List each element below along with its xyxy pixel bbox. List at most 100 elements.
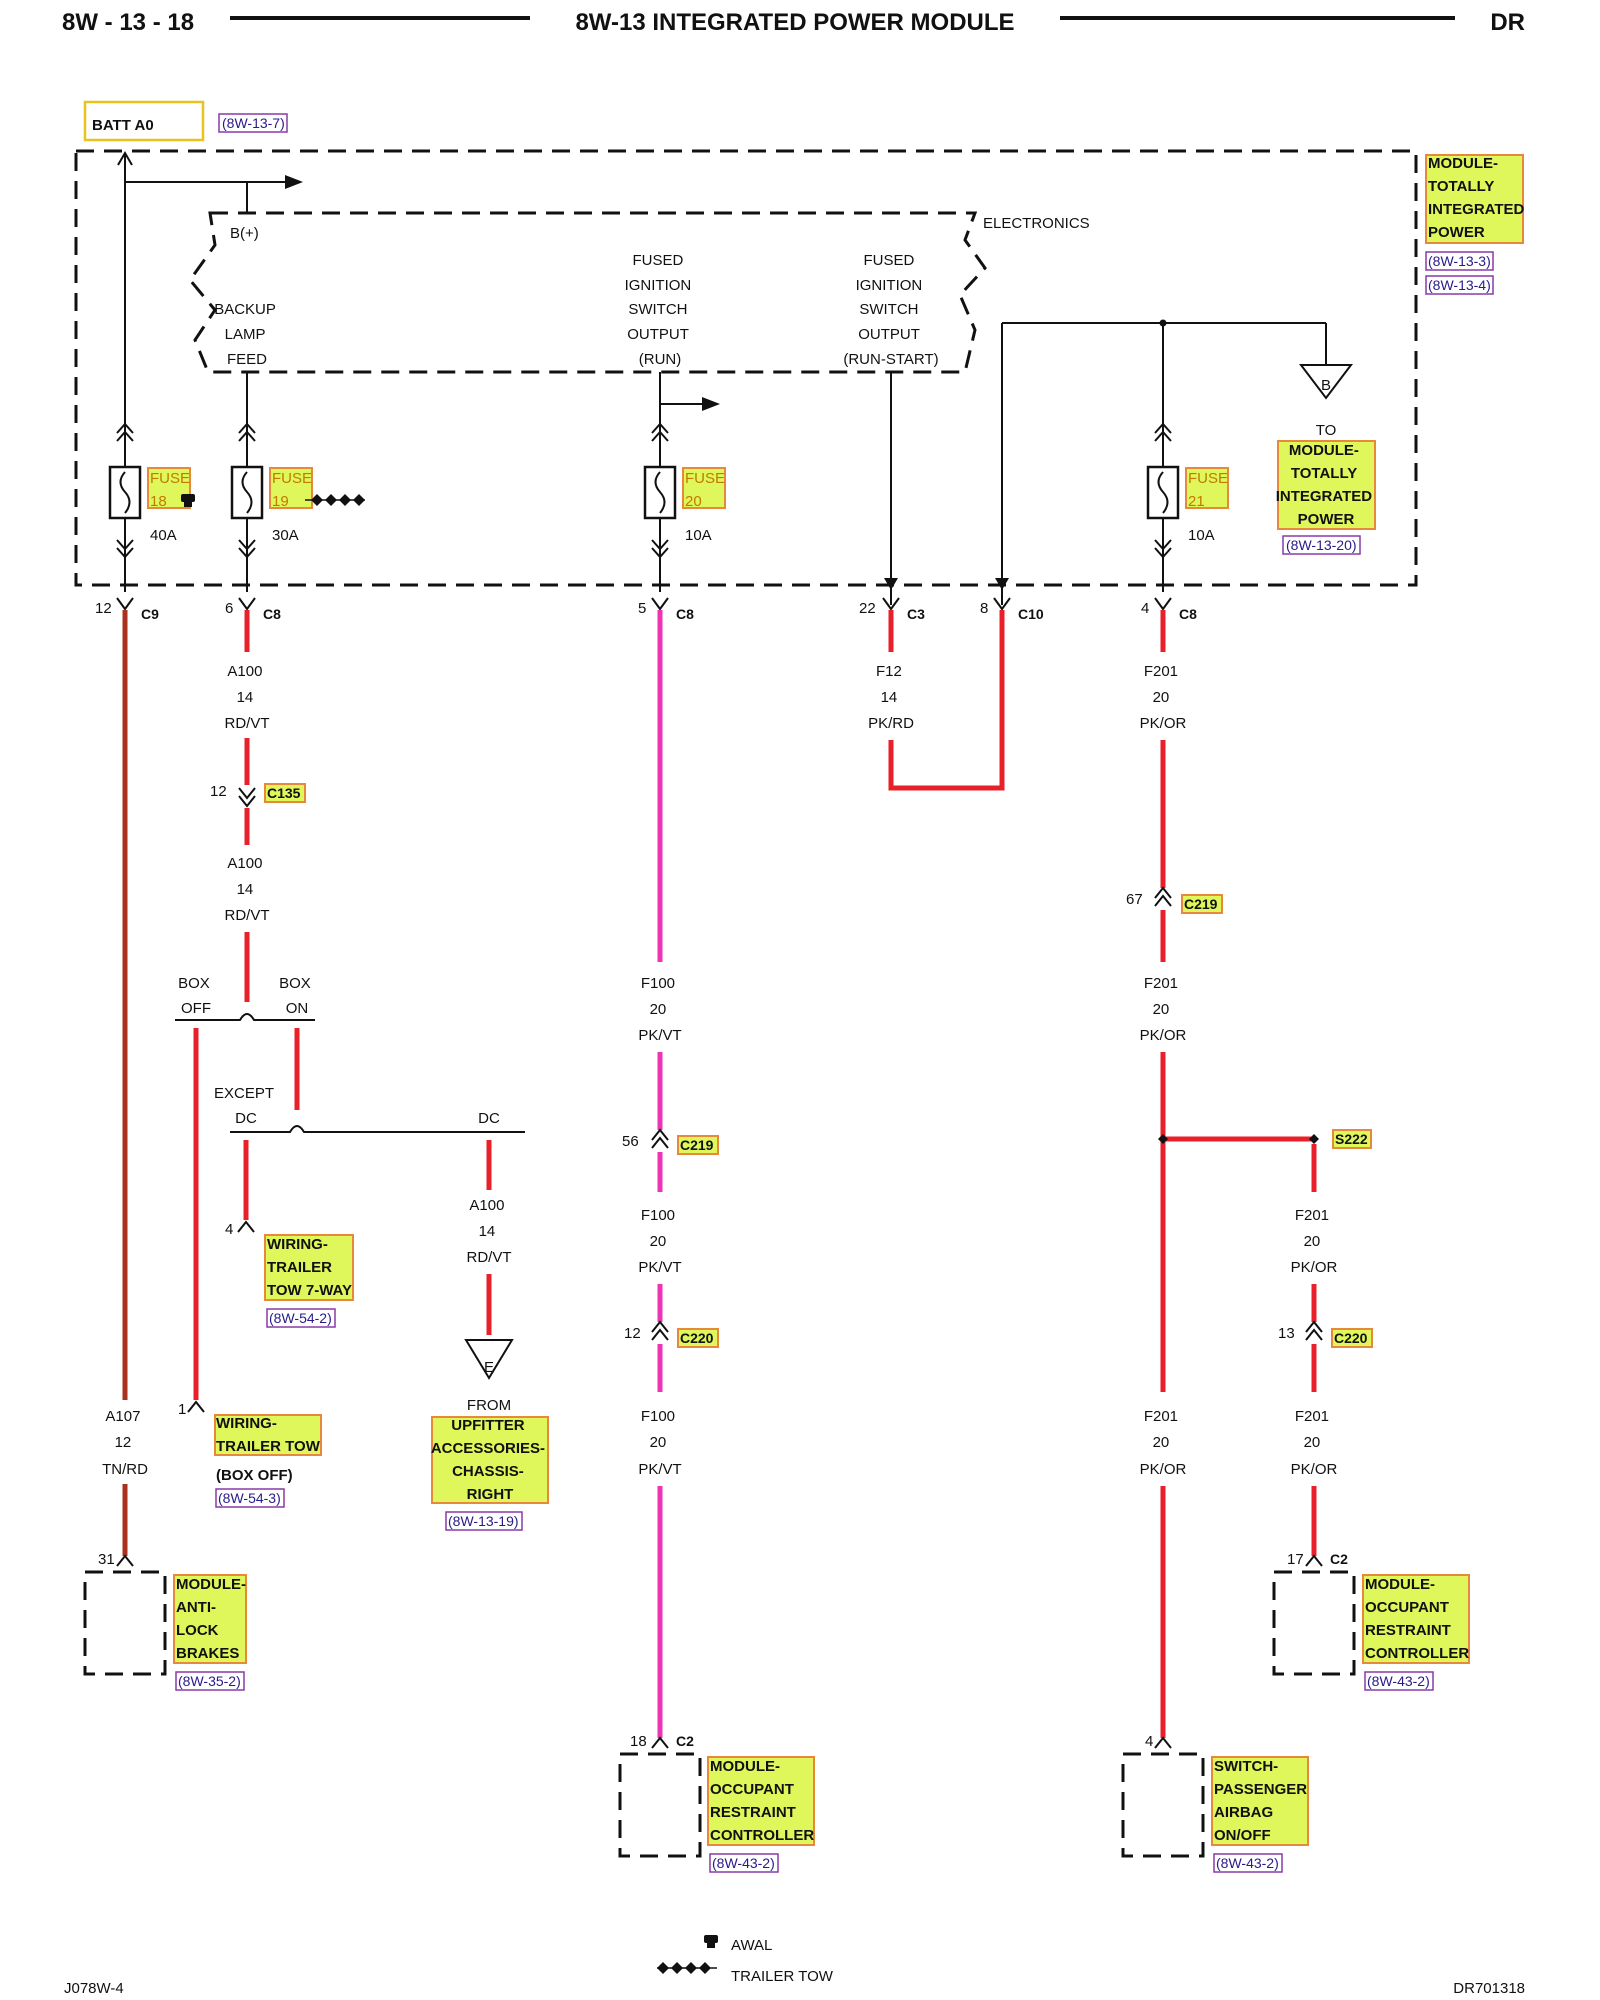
trailer-connector-arrow [187, 1400, 205, 1413]
ipm-ref-box-1 [1425, 251, 1494, 271]
svg-text:56: 56 [622, 1133, 639, 1150]
svg-text:FUSE: FUSE [1188, 470, 1228, 487]
abs-pin: 31 [98, 1551, 115, 1568]
footer-right: DR701318 [1453, 1980, 1525, 1997]
svg-text:C219: C219 [1184, 896, 1218, 912]
connector-c10: 8 C10 [980, 597, 1044, 622]
batt-ref-box [218, 113, 288, 133]
connector-c8-b: 5 C8 [638, 597, 694, 622]
upfitter-tag-triangle [464, 1339, 514, 1380]
fuse-18: FUSE 18 40A [108, 465, 191, 544]
abs-module-outline [83, 1570, 167, 1676]
connector-c220-a: 12 C220 [624, 1320, 719, 1348]
batt-ref[interactable]: (8W-13-7) [222, 115, 285, 131]
trailer-ref[interactable]: (8W-54-3) [218, 1490, 281, 1506]
svg-text:30A: 30A [272, 527, 299, 544]
svg-text:12: 12 [624, 1325, 641, 1342]
svg-text:C219: C219 [680, 1137, 714, 1153]
page-title: 8W-13 INTEGRATED POWER MODULE [575, 9, 1014, 36]
s222-label-box [1332, 1129, 1372, 1149]
to-tag-b: B [1321, 377, 1331, 394]
orc2-ref-box [1364, 1671, 1434, 1691]
pab-label-box [1211, 1756, 1309, 1846]
dc-label: DC [478, 1110, 500, 1127]
batt-label: BATT A0 [92, 117, 154, 134]
svg-text:10A: 10A [1188, 527, 1215, 544]
connector-c8-a: 6 C8 [225, 597, 281, 622]
box-option-split [175, 1013, 315, 1021]
box-off-label: BOX OFF [178, 975, 214, 1017]
orc1-connector-arrow [651, 1736, 669, 1749]
svg-text:8: 8 [980, 600, 988, 617]
svg-text:12: 12 [210, 783, 227, 800]
abs-ref[interactable]: (8W-35-2) [178, 1673, 241, 1689]
wire-f201-label-5: F201 20 PK/OR [1291, 1408, 1338, 1478]
trailer-pin: 1 [178, 1401, 186, 1418]
orc1-conn: C2 [676, 1733, 694, 1749]
fuse-19: FUSE 19 30A [230, 465, 313, 544]
bplus-label: B(+) [230, 225, 259, 242]
fuse-21: FUSE 21 10A [1146, 465, 1229, 544]
trailer7-ref[interactable]: (8W-54-2) [269, 1310, 332, 1326]
trailer7-connector-arrow [237, 1220, 255, 1233]
svg-text:5: 5 [638, 600, 646, 617]
except-dc-label: EXCEPT DC [214, 1085, 278, 1127]
to-module-ref[interactable]: (8W-13-20) [1286, 537, 1357, 553]
trailer7-label-box [264, 1234, 354, 1301]
svg-text:C3: C3 [907, 606, 925, 622]
trailer7-label: WIRING- TRAILER TOW 7-WAY [267, 1236, 352, 1299]
orc2-ref[interactable]: (8W-43-2) [1367, 1673, 1430, 1689]
connector-c220-b: 13 C220 [1278, 1320, 1373, 1348]
orc1-label: MODULE- OCCUPANT RESTRAINT CONTROLLER [710, 1758, 814, 1844]
ipm-ref-box-2 [1425, 275, 1494, 295]
ipm-ref-1[interactable]: (8W-13-3) [1428, 253, 1491, 269]
ipm-ref-2[interactable]: (8W-13-4) [1428, 277, 1491, 293]
backup-lamp-label: BACKUP LAMP FEED [214, 301, 280, 368]
wire-f201-label-4: F201 20 PK/OR [1140, 1408, 1187, 1478]
ipm-boundary [74, 149, 1418, 587]
wire-a100-label-3: A100 14 RD/VT [467, 1197, 512, 1266]
fuse-20: FUSE 20 10A [643, 465, 726, 544]
orc1-ref[interactable]: (8W-43-2) [712, 1855, 775, 1871]
wire-f12-loop [888, 610, 1005, 791]
legend-trailer-tow: TRAILER TOW [657, 1962, 834, 1985]
legend-awal: AWAL [704, 1935, 772, 1954]
pab-label: SWITCH- PASSENGER AIRBAG ON/OFF [1214, 1758, 1311, 1844]
connector-c8-c: 4 C8 [1141, 597, 1197, 622]
to-label: TO [1316, 422, 1337, 439]
batt-label-box [83, 100, 205, 142]
svg-text:C10: C10 [1018, 606, 1044, 622]
trailer-ref-box [215, 1488, 285, 1508]
trailer-tow-marker [305, 494, 365, 506]
svg-text:6: 6 [225, 600, 233, 617]
header-right: DR [1490, 9, 1525, 36]
footer-left: J078W-4 [64, 1980, 124, 1997]
connector-c135: 12 C135 [210, 783, 306, 808]
svg-text:C220: C220 [680, 1330, 714, 1346]
to-module-label: MODULE- TOTALLY INTEGRATED POWER [1276, 442, 1377, 528]
svg-text:40A: 40A [150, 527, 177, 544]
svg-text:12: 12 [95, 600, 112, 617]
s222-node-left [1158, 1134, 1168, 1144]
wire-f100-label-2: F100 20 PK/VT [638, 1207, 681, 1276]
to-module-ref-box [1282, 535, 1361, 555]
svg-text:18: 18 [150, 493, 167, 510]
wire-f201-label-2: F201 20 PK/OR [1140, 975, 1187, 1044]
svg-text:TRAILER TOW: TRAILER TOW [731, 1968, 834, 1985]
internal-bus [116, 151, 1354, 605]
connector-c9: 12 C9 [95, 597, 159, 622]
pab-connector-arrow [1154, 1736, 1172, 1749]
upfitter-ref[interactable]: (8W-13-19) [448, 1513, 519, 1529]
svg-text:10A: 10A [685, 527, 712, 544]
ipm-label-box [1425, 154, 1524, 244]
orc2-pin: 17 [1287, 1551, 1304, 1568]
svg-text:C135: C135 [267, 785, 301, 801]
svg-text:C220: C220 [1334, 1330, 1368, 1346]
abs-label: MODULE- ANTI- LOCK BRAKES [176, 1576, 250, 1662]
abs-ref-box [175, 1671, 245, 1691]
pab-ref[interactable]: (8W-43-2) [1216, 1855, 1279, 1871]
wire-f12-label: F12 14 PK/RD [868, 663, 914, 732]
pab-ref-box [1213, 1853, 1283, 1873]
electronics-boundary [188, 211, 987, 374]
